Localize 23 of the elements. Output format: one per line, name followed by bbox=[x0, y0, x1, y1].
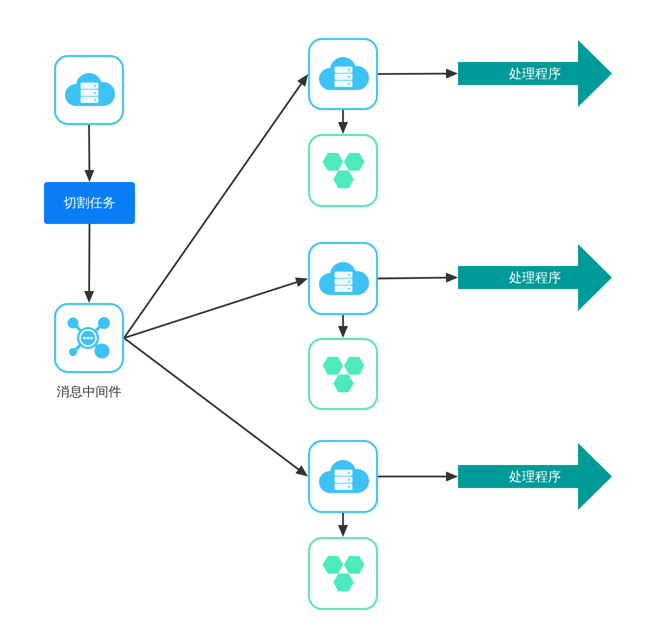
node-caption: 消息中间件 bbox=[56, 384, 122, 401]
icon-tile bbox=[54, 55, 124, 125]
icon-tile bbox=[308, 38, 378, 110]
process-arrow: 处理程序 bbox=[458, 40, 612, 107]
process-box: 切割任务 bbox=[44, 182, 135, 224]
icon-tile bbox=[308, 537, 378, 610]
icon-tile bbox=[308, 338, 378, 410]
arrow bbox=[378, 472, 458, 482]
arrow bbox=[378, 272, 458, 283]
arrow bbox=[338, 110, 348, 134]
process-arrow: 处理程序 bbox=[458, 443, 612, 510]
arrow bbox=[84, 125, 94, 182]
arrow bbox=[123, 337, 308, 477]
arrow bbox=[338, 315, 348, 338]
arrow bbox=[124, 277, 308, 339]
icon-tile bbox=[308, 440, 378, 513]
arrow bbox=[378, 68, 458, 79]
process-arrow: 处理程序 bbox=[458, 244, 612, 311]
icon-tile bbox=[308, 134, 378, 207]
icon-tile bbox=[308, 242, 378, 315]
arrow bbox=[84, 224, 94, 303]
arrow bbox=[123, 74, 308, 339]
arrow bbox=[338, 513, 348, 537]
